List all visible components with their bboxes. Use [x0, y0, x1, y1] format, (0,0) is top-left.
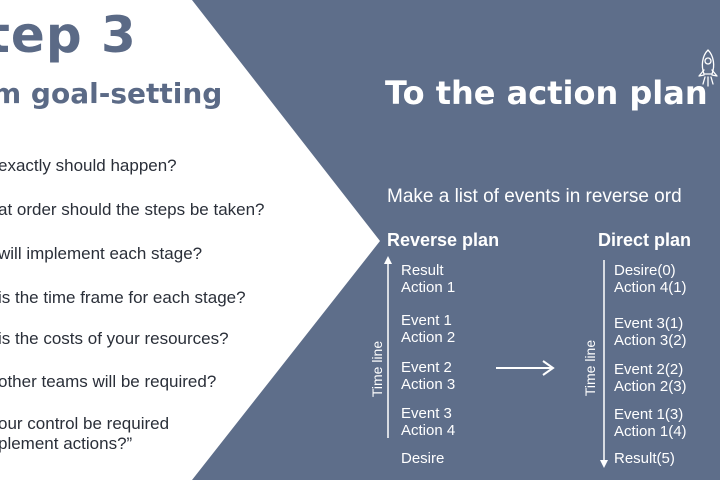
step-title: tep 3 [0, 6, 137, 64]
reverse-item: Event 1 [401, 312, 452, 329]
question-7-line-2: plement actions?” [0, 434, 133, 453]
question-4: is the time frame for each stage? [0, 288, 246, 307]
direct-item: Action 2(3) [614, 378, 687, 395]
reverse-item: Desire [401, 450, 445, 467]
direct-item: Event 3(1) [614, 315, 684, 332]
intro-text: Make a list of events in reverse ord [387, 186, 682, 207]
direct-timeline-label: Time line [582, 339, 599, 397]
arrow-down-icon [600, 260, 608, 468]
direct-item: Action 3(2) [614, 332, 687, 349]
question-3: will implement each stage? [0, 244, 203, 263]
direct-item: Event 1(3) [614, 406, 684, 423]
arrow-up-icon [384, 256, 392, 438]
reverse-plan-title: Reverse plan [387, 230, 500, 250]
reverse-item: Action 1 [401, 279, 456, 296]
reverse-item: Result [401, 262, 444, 279]
reverse-item: Event 3 [401, 405, 452, 422]
question-1: exactly should happen? [0, 156, 177, 175]
question-2: at order should the steps be taken? [0, 200, 265, 219]
question-5: is the costs of your resources? [0, 329, 229, 348]
step-subtitle: m goal-setting [0, 77, 223, 110]
direct-item: Action 1(4) [614, 423, 687, 440]
direct-item: Event 2(2) [614, 361, 684, 378]
direct-item: Result(5) [614, 450, 675, 467]
direct-plan-title: Direct plan [598, 230, 692, 250]
reverse-item: Action 4 [401, 422, 456, 439]
reverse-item: Action 2 [401, 329, 456, 346]
arrow-right-icon [496, 360, 555, 376]
direct-item: Desire(0) [614, 262, 676, 279]
question-6: other teams will be required? [0, 372, 217, 391]
question-7-line-1: our control be required [0, 414, 170, 433]
reverse-timeline-label: Time line [369, 340, 386, 398]
action-plan-title: To the action plan [385, 74, 708, 112]
reverse-item: Event 2 [401, 359, 452, 376]
direct-item: Action 4(1) [614, 279, 687, 296]
reverse-item: Action 3 [401, 376, 456, 393]
rocket-icon [698, 49, 718, 87]
